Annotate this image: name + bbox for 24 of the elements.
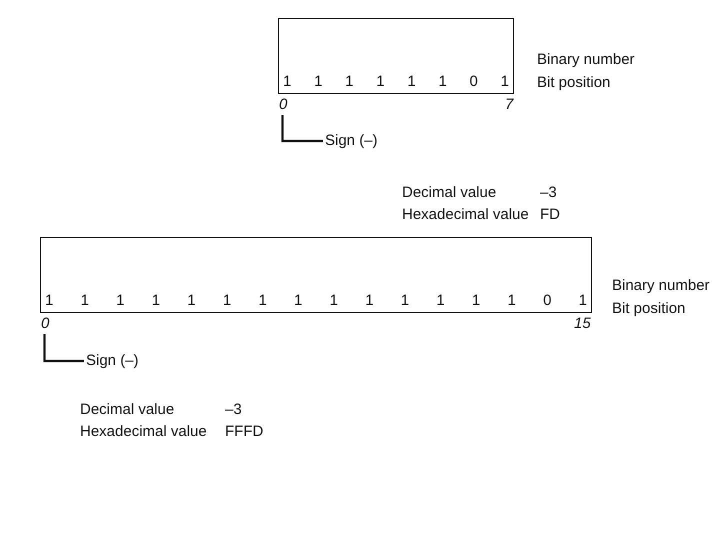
value-label: Decimal value xyxy=(80,401,174,419)
bit-position-number: 0 xyxy=(41,315,50,333)
value-label: Hexadecimal value xyxy=(80,423,207,441)
row-label: Bit position xyxy=(612,300,686,318)
value-number: FFFD xyxy=(225,423,264,441)
sign-label: Sign (–) xyxy=(325,132,378,150)
register-box xyxy=(278,18,514,94)
value-label: Hexadecimal value xyxy=(402,206,529,224)
value-number: –3 xyxy=(225,401,242,419)
binary-digits: 1 1 1 1 1 1 1 1 1 1 1 1 1 1 0 1 xyxy=(45,292,587,310)
sign-label: Sign (–) xyxy=(86,352,139,370)
value-number: FD xyxy=(540,206,560,224)
value-label: Decimal value xyxy=(402,184,496,202)
register-box xyxy=(40,237,592,313)
bit-position-number: 15 xyxy=(574,315,591,333)
bit-position-number: 0 xyxy=(279,96,288,114)
bit-position-number: 7 xyxy=(505,96,514,114)
binary-digits: 1 1 1 1 1 1 0 1 xyxy=(283,73,509,91)
leader-line xyxy=(281,115,323,142)
value-number: –3 xyxy=(540,184,557,202)
leader-line xyxy=(43,334,84,362)
row-label: Binary number xyxy=(612,277,710,295)
row-label: Binary number xyxy=(537,51,635,69)
row-label: Bit position xyxy=(537,74,610,92)
